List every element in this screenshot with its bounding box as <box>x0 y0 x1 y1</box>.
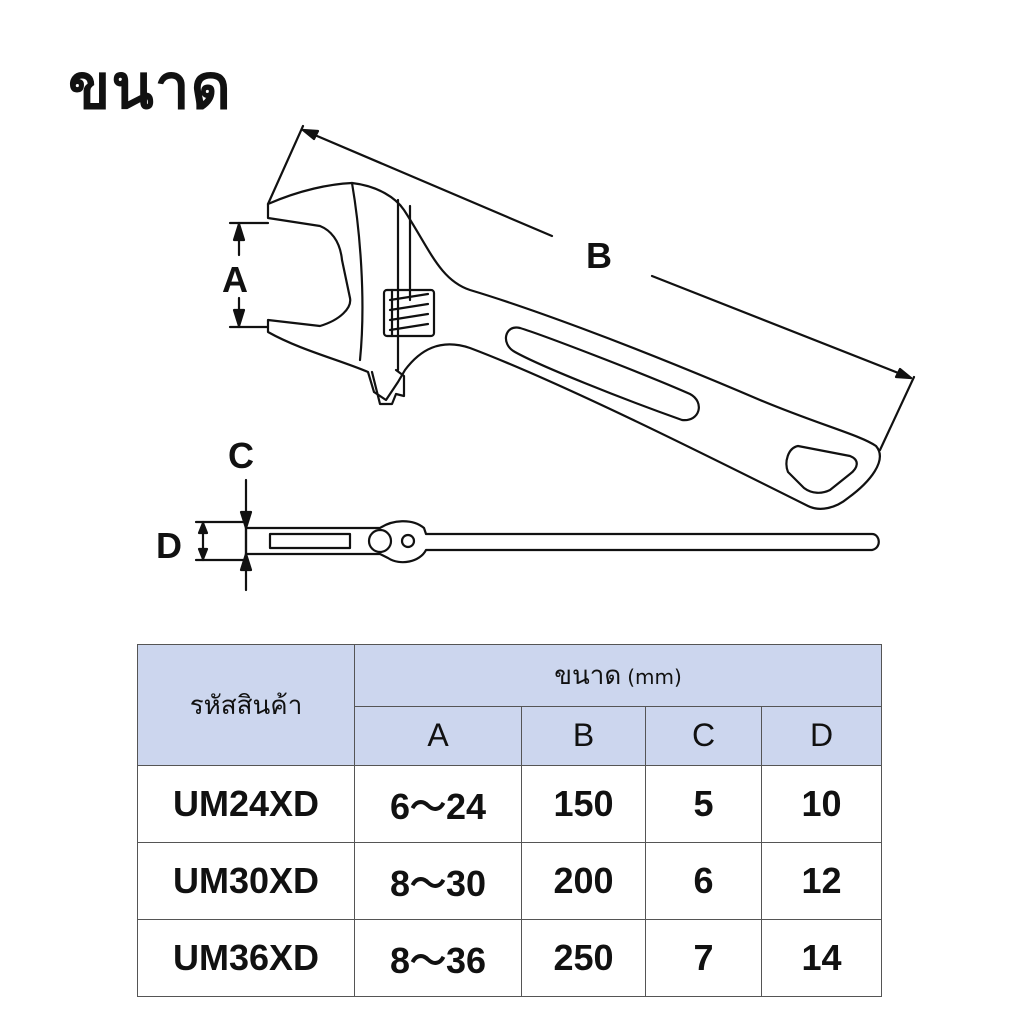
header-size-unit: (mm) <box>627 664 682 689</box>
size-table: รหัสสินค้า ขนาด(mm) A B C D UM24XD 6～24 … <box>137 644 883 997</box>
header-col-b: B <box>521 705 646 766</box>
dim-b-line-1 <box>301 128 554 238</box>
table-row: UM30XD 8～30 200 6 12 <box>137 842 883 920</box>
dim-d-arrow-bottom <box>197 547 209 561</box>
row-code: UM30XD <box>137 842 355 920</box>
header-size-label: ขนาด <box>554 660 622 691</box>
table-row: UM24XD 6～24 150 5 10 <box>137 765 883 843</box>
hang-hole <box>785 444 858 494</box>
header-product-code: รหัสสินค้า <box>137 644 355 766</box>
header-col-a: A <box>354 705 522 766</box>
handle-slot <box>504 326 700 422</box>
row-a: 8～36 <box>354 919 522 997</box>
header-size: ขนาด(mm) <box>353 644 883 707</box>
dim-a-arrow-top <box>232 222 246 242</box>
side-view-pin <box>367 528 393 554</box>
row-d: 12 <box>760 842 883 920</box>
row-d: 10 <box>760 765 883 843</box>
dim-b-arrow-right <box>894 367 913 380</box>
row-d: 14 <box>760 919 883 997</box>
row-a: 8～30 <box>354 842 522 920</box>
dim-label-b: B <box>586 235 612 276</box>
dim-c-arrow-bottom <box>239 552 253 572</box>
lower-jaw-rack <box>370 368 406 406</box>
dim-d-arrow-top <box>197 521 209 535</box>
row-code: UM36XD <box>137 919 355 997</box>
wrench-head <box>266 181 881 510</box>
header-col-c: C <box>645 705 762 766</box>
dim-label-a: A <box>222 259 248 300</box>
dim-b-arrow-left <box>301 128 320 141</box>
dim-b-ext-left <box>266 124 305 206</box>
row-code: UM24XD <box>137 765 355 843</box>
page-title: ขนาด <box>68 50 232 123</box>
row-b: 200 <box>521 842 646 920</box>
row-c: 5 <box>645 765 762 843</box>
dim-label-d: D <box>156 525 182 566</box>
dim-b-line-2 <box>650 274 913 380</box>
dim-c-arrow-top <box>239 510 253 530</box>
dim-b-ext-right <box>878 375 916 452</box>
row-c: 7 <box>645 919 762 997</box>
row-c: 6 <box>645 842 762 920</box>
dim-label-c: C <box>228 435 254 476</box>
row-b: 250 <box>521 919 646 997</box>
dim-a-arrow-bottom <box>232 308 246 328</box>
row-a: 6～24 <box>354 765 522 843</box>
header-col-d: D <box>760 705 883 766</box>
wrench-side-view <box>244 520 880 564</box>
table-row: UM36XD 8～36 250 7 14 <box>137 919 883 997</box>
wrench-diagram: A B C D <box>156 124 916 592</box>
row-b: 150 <box>521 765 646 843</box>
